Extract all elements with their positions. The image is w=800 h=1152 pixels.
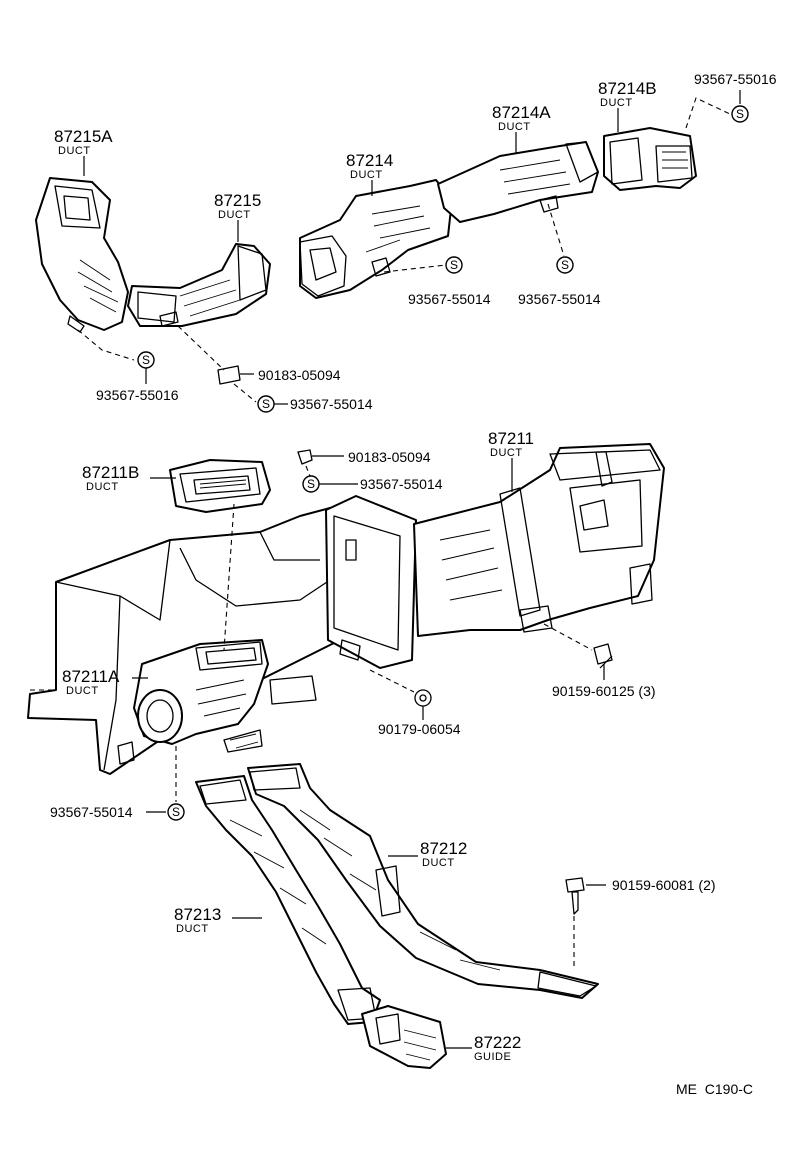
duct-87211B	[169, 459, 271, 513]
fastener-f4-number: 93567-55016	[96, 387, 179, 403]
fastener-f8-number: 93567-55014	[360, 476, 443, 492]
label-87213-number: 87213	[174, 905, 221, 924]
duct-87214A	[437, 141, 599, 223]
fastener-f3: S 93567-55014	[518, 256, 601, 307]
dash-87215-f5	[177, 325, 225, 371]
fastener-f10: 90179-06054	[378, 721, 461, 737]
fastener-f9: 90159-60125 (3)	[552, 683, 656, 699]
guide-87222	[361, 1005, 447, 1069]
fastener-f12: 90159-60081 (2)	[612, 877, 716, 893]
s-symbol: S	[307, 477, 315, 491]
fastener-f5-number: 90183-05094	[258, 367, 341, 383]
label-87214B-name: DUCT	[600, 97, 633, 109]
s-symbol: S	[262, 397, 270, 411]
dash-f7-f8	[305, 465, 311, 477]
dash-case-f10	[369, 669, 415, 693]
nut-90179-06054	[414, 689, 432, 707]
label-87214-number: 87214	[346, 151, 393, 170]
fastener-f7: 90183-05094	[348, 449, 431, 465]
label-87212-name: DUCT	[422, 857, 455, 869]
fastener-f12-number: 90159-60081 (2)	[612, 877, 716, 893]
duct-87213	[195, 775, 381, 1025]
fastener-f2-number: 93567-55014	[408, 291, 491, 307]
s-symbol: S	[172, 805, 180, 819]
fastener-f10-number: 90179-06054	[378, 721, 461, 737]
duct-87211	[413, 443, 665, 637]
bolt-90159-60125	[593, 643, 613, 669]
blower-case	[325, 495, 417, 669]
label-87211A-number: 87211A	[62, 667, 120, 686]
duct-87214	[299, 179, 453, 299]
diagram-code: ME C190-C	[676, 1081, 753, 1097]
fastener-f11: 93567-55014 S	[50, 803, 185, 821]
screw-90159-60081	[565, 877, 585, 915]
fastener-f11-number: 93567-55014	[50, 804, 133, 820]
label-87211B-name: DUCT	[86, 481, 119, 493]
fastener-f1-number: 93567-55016	[694, 71, 777, 87]
dash-f5-f6	[233, 383, 257, 403]
label-87211-number: 87211	[488, 429, 534, 448]
fastener-f6: S 93567-55014	[257, 395, 373, 413]
dash-87214A-f3	[547, 203, 565, 257]
dash-87211B-down	[223, 503, 235, 651]
label-87222-name: GUIDE	[474, 1051, 511, 1063]
fastener-f8: S 93567-55014	[302, 475, 443, 493]
duct-87215	[127, 243, 271, 327]
dash-87214-f2	[383, 264, 447, 273]
fastener-f5: 90183-05094	[258, 367, 341, 383]
label-87211B-number: 87211B	[82, 463, 139, 482]
label-87215-name: DUCT	[218, 209, 251, 221]
duct-87211A	[133, 639, 269, 745]
fastener-f4: S 93567-55016	[96, 351, 179, 403]
clip-90183-center	[297, 449, 344, 465]
fastener-f9-number: 90159-60125 (3)	[552, 683, 656, 699]
fastener-f2: S 93567-55014	[408, 256, 491, 307]
fastener-f6-number: 93567-55014	[290, 396, 373, 412]
label-87215-number: 87215	[214, 191, 261, 210]
label-87211-name: DUCT	[490, 447, 523, 459]
fastener-f1: 93567-55016 S	[694, 71, 777, 123]
dash-87215A-f4	[77, 329, 135, 361]
clip-90183-upper-left	[217, 365, 254, 385]
dash-87211-f9	[543, 623, 593, 651]
label-87214B-number: 87214B	[598, 79, 657, 98]
label-87214A-number: 87214A	[492, 103, 551, 122]
label-87215A-number: 87215A	[54, 127, 113, 146]
dash-87214B-f1	[685, 97, 731, 129]
duct-87214B	[603, 127, 697, 191]
s-symbol: S	[736, 107, 744, 121]
label-87214A-name: DUCT	[498, 121, 531, 133]
fastener-f3-number: 93567-55014	[518, 291, 601, 307]
label-87214-name: DUCT	[350, 169, 383, 181]
duct-87212	[247, 763, 599, 999]
s-symbol: S	[142, 353, 150, 367]
label-87211A-name: DUCT	[66, 685, 99, 697]
s-symbol: S	[450, 258, 458, 272]
label-87222-number: 87222	[474, 1033, 521, 1052]
label-87213-name: DUCT	[176, 923, 209, 935]
label-87215A-name: DUCT	[58, 145, 91, 157]
label-87212-number: 87212	[420, 839, 467, 858]
fastener-f7-number: 90183-05094	[348, 449, 431, 465]
s-symbol: S	[561, 258, 569, 272]
duct-87215A	[35, 177, 129, 333]
